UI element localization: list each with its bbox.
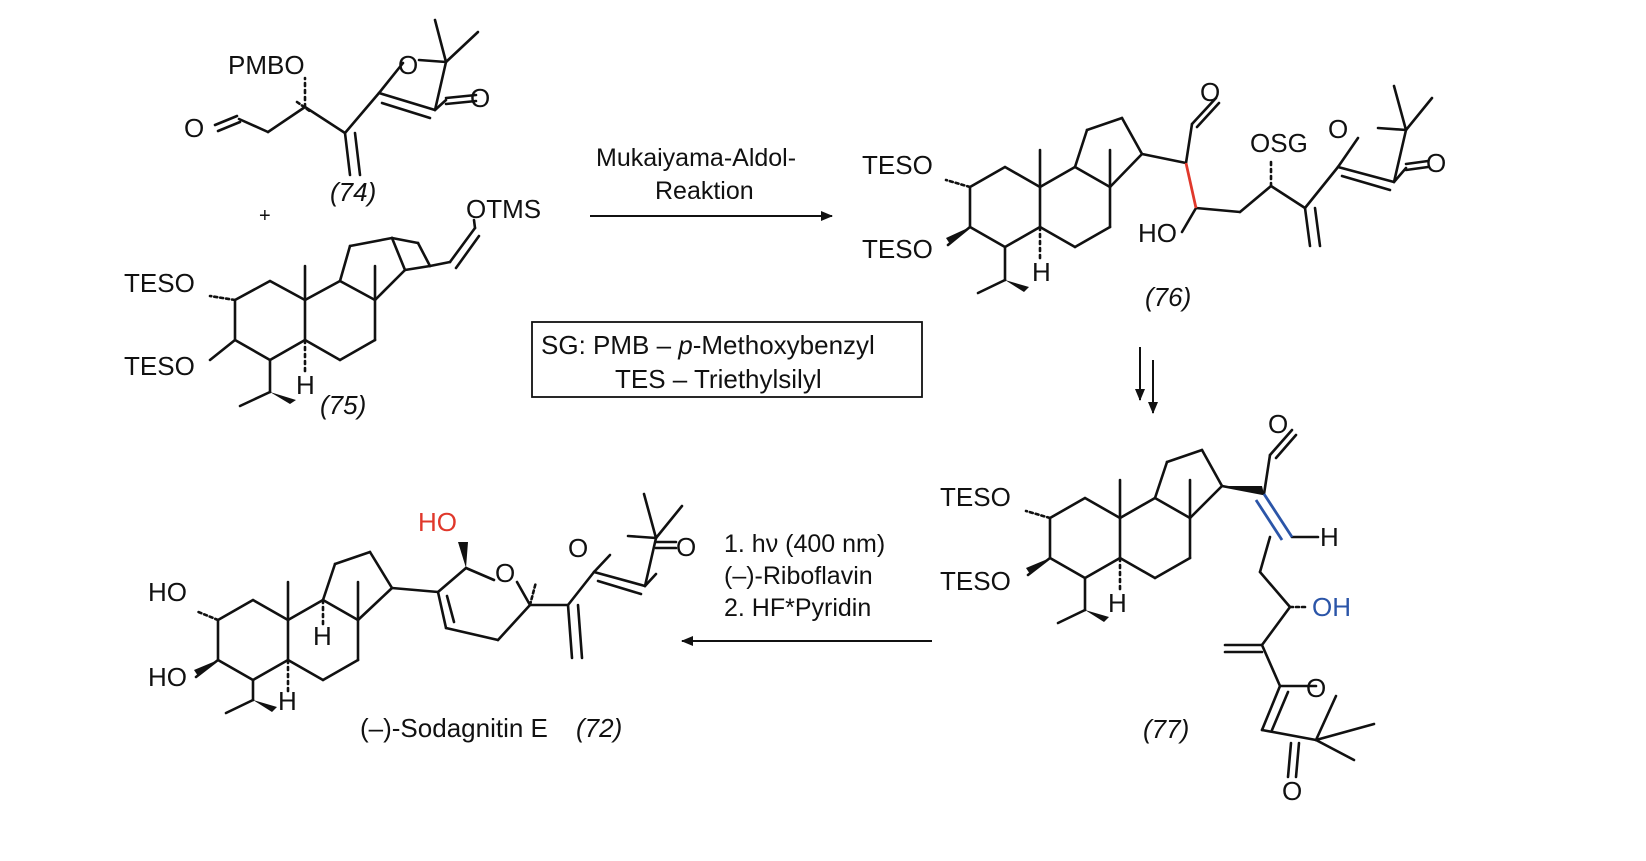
legend-line1-prefix: SG: PMB – [541,330,678,360]
c77-wedge-1 [1085,610,1109,622]
c74-label: (74) [330,177,376,207]
c72-o-ring: O [568,533,588,563]
c75-teso2: TESO [124,351,195,381]
c76-osg: OSG [1250,128,1308,158]
c72-ho1: HO [148,577,187,607]
c75-wedge-1 [270,392,296,404]
c72-wedge-2 [194,660,218,676]
compound-75 [208,218,481,408]
c72-wedge-3 [458,542,468,568]
c77-h: H [1108,588,1127,618]
c72-wedge-1 [253,700,277,712]
c76-teso1: TESO [862,150,933,180]
compound-76 [944,84,1434,295]
plus-sign: + [259,205,271,227]
c72-o-pyran: O [495,558,515,588]
step2-line2: (–)-Riboflavin [724,562,873,590]
c76-teso2: TESO [862,234,933,264]
c77-teso2: TESO [940,566,1011,596]
c76-o-ald: O [1200,77,1220,107]
c76-o-keto: O [1426,148,1446,178]
c74-o-keto: O [470,83,490,113]
c77-h-vinyl: H [1320,522,1339,552]
c72-h1: H [313,621,332,651]
c76-wedge-2 [946,227,970,244]
c77-o-keto: O [1282,776,1302,806]
c77-new-bond-2 [1254,499,1284,541]
c72-ho-red: HO [418,507,457,537]
legend-line1-suffix: -Methoxybenzyl [693,330,875,360]
c76-ho: HO [1138,218,1177,248]
c74-o-ald: O [184,113,204,143]
c72-label: (72) [576,713,622,743]
c77-o-ald: O [1268,409,1288,439]
c77-new-bond-1 [1262,493,1294,538]
compound-72 [194,492,684,715]
c76-h: H [1032,257,1051,287]
step1-line2: Reaktion [655,177,754,205]
multistep-arrow [1135,347,1158,414]
c77-teso1: TESO [940,482,1011,512]
c76-label: (76) [1145,282,1191,312]
c76-wedge-1 [1005,280,1029,292]
c75-teso1: TESO [124,268,195,298]
c75-h: H [296,370,315,400]
legend-line1: SG: PMB – p-Methoxybenzyl [541,330,875,360]
c77-wedge-3 [1222,486,1264,494]
c72-name: (–)-Sodagnitin E [360,713,548,743]
legend-line2: TES – Triethylsilyl [615,364,822,394]
c77-oh: OH [1312,592,1351,622]
legend-box [531,321,923,398]
c74-o-ring: O [398,50,418,80]
c75-otms: OTMS [466,194,541,224]
c72-ho2: HO [148,662,187,692]
c77-wedge-2 [1026,558,1050,574]
compound-74 [213,18,480,177]
c74-pmbo: PMBO [228,50,305,80]
c77-o-ring: O [1306,673,1326,703]
c77-label: (77) [1143,714,1189,744]
step2-line1: 1. hν (400 nm) [724,530,885,558]
c72-o-keto: O [676,532,696,562]
step2-line3: 2. HF*Pyridin [724,594,871,622]
c75-label: (75) [320,390,366,420]
c72-h2: H [278,686,297,716]
step1-line1: Mukaiyama-Aldol- [596,144,796,172]
c76-o-ring: O [1328,114,1348,144]
c76-new-bond [1184,162,1198,209]
legend-line1-italic: p [677,330,692,360]
